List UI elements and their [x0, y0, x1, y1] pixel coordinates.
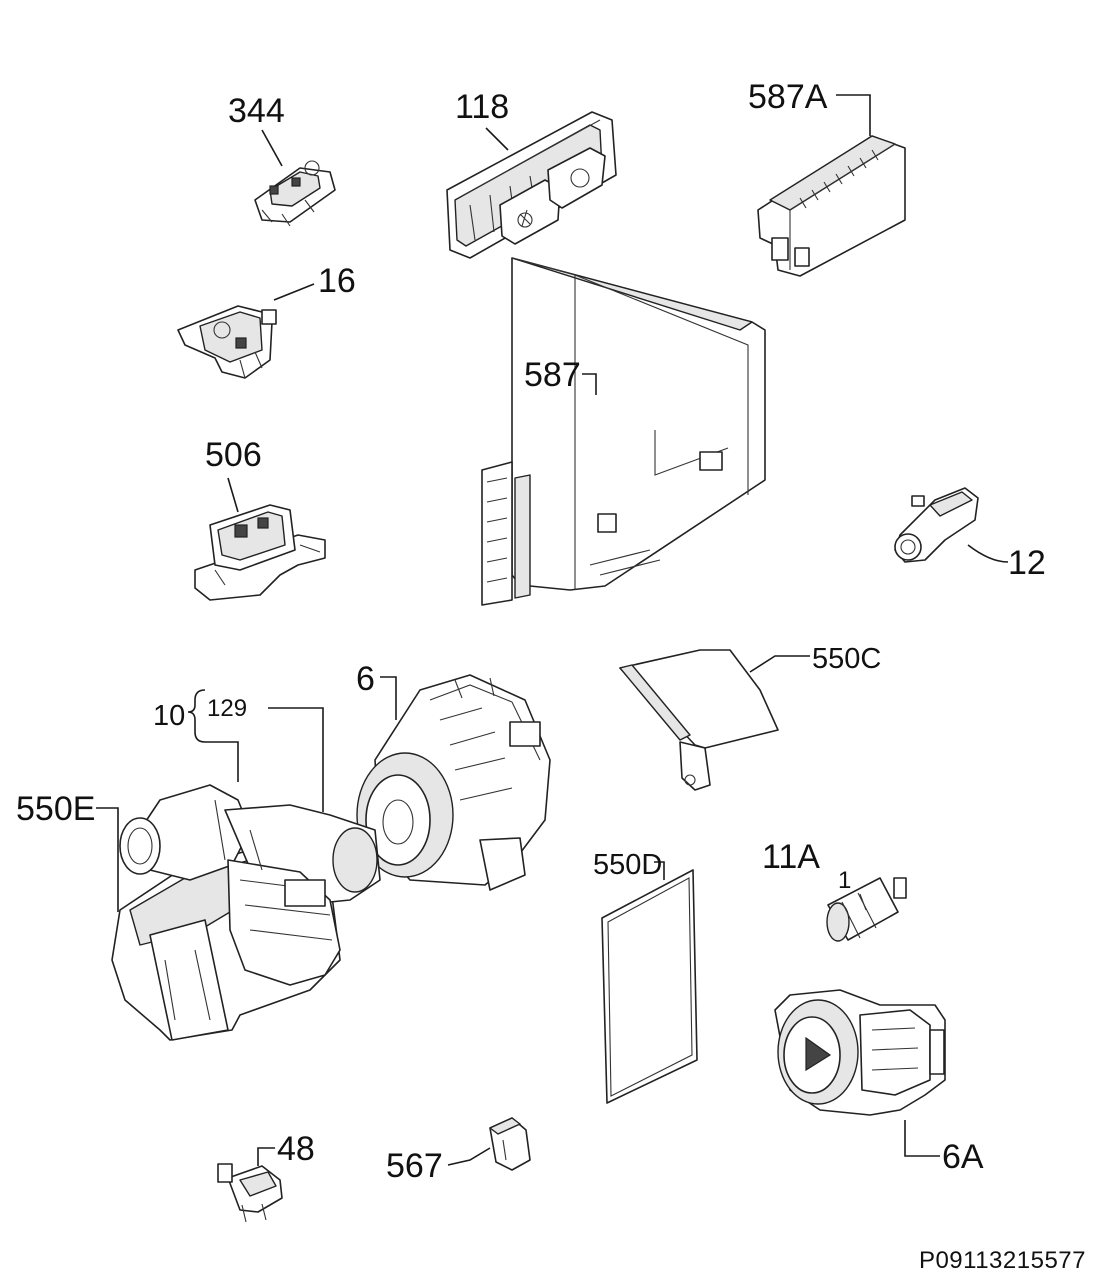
leader-567	[447, 1147, 491, 1166]
leader-587A	[836, 94, 871, 136]
label-10: 10	[153, 700, 185, 732]
part-587A	[757, 135, 906, 277]
part-12	[894, 487, 979, 563]
label-550C: 550C	[812, 643, 881, 675]
leader-506	[227, 477, 239, 513]
part-118	[446, 111, 617, 259]
label-344: 344	[228, 92, 285, 130]
leader-6	[380, 676, 397, 720]
leader-129	[268, 707, 324, 812]
label-506: 506	[205, 436, 262, 474]
bracket-10	[187, 689, 206, 743]
label-550D: 550D	[593, 849, 662, 881]
label-118: 118	[455, 88, 509, 126]
leader-550E	[96, 807, 119, 912]
leader-6A	[904, 1120, 940, 1157]
label-587: 587	[524, 356, 581, 394]
part-506	[194, 504, 326, 601]
part-48	[217, 1163, 283, 1223]
label-6: 6	[356, 660, 375, 698]
leader-16	[273, 283, 315, 301]
label-11A: 11A	[762, 838, 820, 876]
document-code: P09113215577	[918, 1247, 1086, 1274]
part-587	[481, 257, 766, 606]
label-129: 129	[207, 695, 247, 722]
leader-550D	[654, 861, 665, 880]
leader-344	[261, 129, 283, 167]
part-11A	[826, 877, 907, 942]
label-16: 16	[318, 262, 356, 300]
part-567	[489, 1117, 531, 1171]
label-567: 567	[386, 1147, 443, 1185]
part-344	[254, 160, 336, 227]
label-587A: 587A	[748, 78, 828, 116]
label-48: 48	[277, 1130, 315, 1168]
leader-118	[485, 127, 509, 151]
leader-10	[205, 741, 239, 782]
part-6	[356, 674, 551, 891]
leader-550C	[749, 655, 810, 673]
label-6A: 6A	[942, 1138, 984, 1176]
part-16	[177, 305, 277, 379]
label-11A-sub: 1	[838, 867, 851, 894]
label-12: 12	[1008, 544, 1046, 582]
label-550E: 550E	[16, 790, 95, 828]
part-6A	[774, 989, 946, 1116]
leader-12	[967, 544, 1009, 563]
leader-587	[582, 373, 597, 395]
part-550E	[111, 784, 381, 1041]
part-550C	[619, 649, 779, 791]
leader-48	[257, 1147, 275, 1166]
part-550D	[601, 869, 698, 1104]
